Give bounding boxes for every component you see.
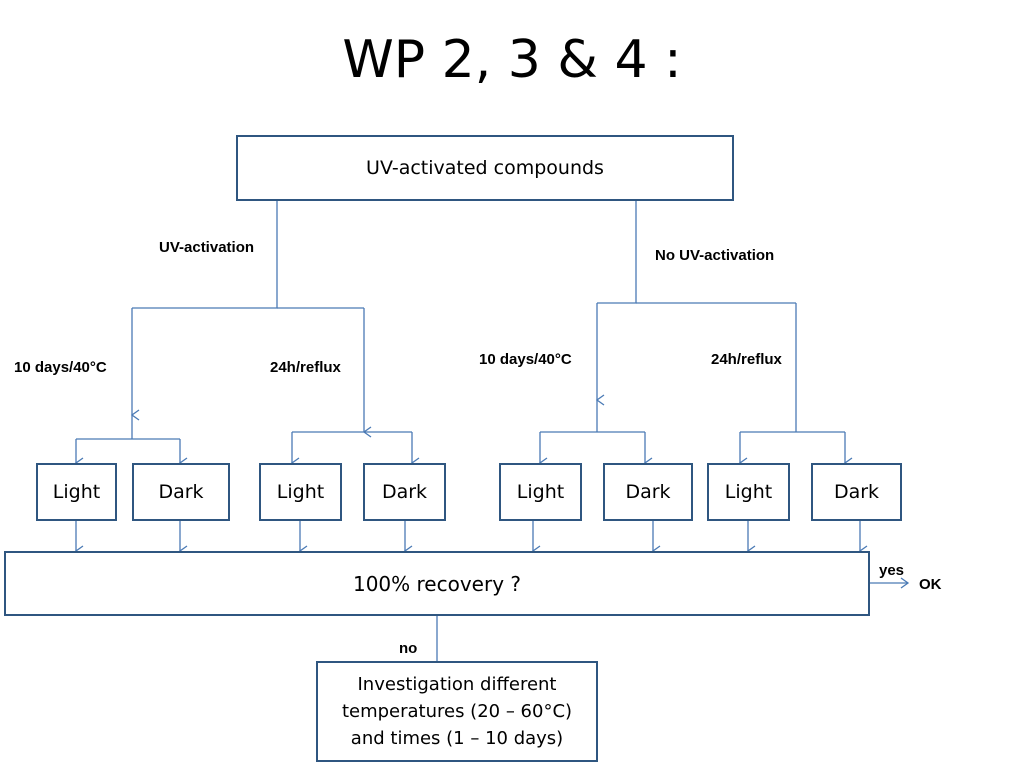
recovery-box: 100% recovery ? xyxy=(4,551,870,616)
leaf-box-5: Light xyxy=(499,463,582,521)
leaf-label: Light xyxy=(724,481,773,503)
condition-label-3: 10 days/40°C xyxy=(479,351,572,368)
page-title: WP 2, 3 & 4 : xyxy=(342,30,682,90)
leaf-label: Light xyxy=(276,481,325,503)
recovery-label: 100% recovery ? xyxy=(352,571,522,596)
condition-label-1: 10 days/40°C xyxy=(14,359,107,376)
leaf-label: Dark xyxy=(381,481,428,503)
no-uv-activation-label: No UV-activation xyxy=(655,247,775,264)
investigation-box: Investigation different temperatures (20… xyxy=(316,661,598,762)
leaf-label: Dark xyxy=(158,481,204,503)
investigation-line-2: temperatures (20 – 60°C) xyxy=(341,701,573,722)
investigation-line-3: and times (1 – 10 days) xyxy=(350,728,564,749)
leaf-box-6: Dark xyxy=(603,463,693,521)
leaf-label: Dark xyxy=(833,481,880,503)
leaf-box-8: Dark xyxy=(811,463,902,521)
leaf-box-7: Light xyxy=(707,463,790,521)
uv-activated-compounds-box: UV-activated compounds xyxy=(236,135,734,201)
leaf-box-2: Dark xyxy=(132,463,230,521)
condition-label-2: 24h/reflux xyxy=(270,359,341,376)
leaf-box-4: Dark xyxy=(363,463,446,521)
leaf-box-1: Light xyxy=(36,463,117,521)
leaf-label: Dark xyxy=(625,481,671,503)
leaf-label: Light xyxy=(52,481,101,503)
condition-label-4: 24h/reflux xyxy=(711,351,782,368)
uv-activation-label: UV-activation xyxy=(159,239,255,256)
investigation-line-1: Investigation different xyxy=(357,674,557,695)
ok-label: OK xyxy=(919,576,942,593)
leaf-box-3: Light xyxy=(259,463,342,521)
yes-label: yes xyxy=(879,562,905,579)
no-label: no xyxy=(399,640,418,657)
no-uv-activation-line xyxy=(597,200,637,304)
leaf-label: Light xyxy=(516,481,565,503)
uv-activated-compounds-label: UV-activated compounds xyxy=(366,157,604,179)
